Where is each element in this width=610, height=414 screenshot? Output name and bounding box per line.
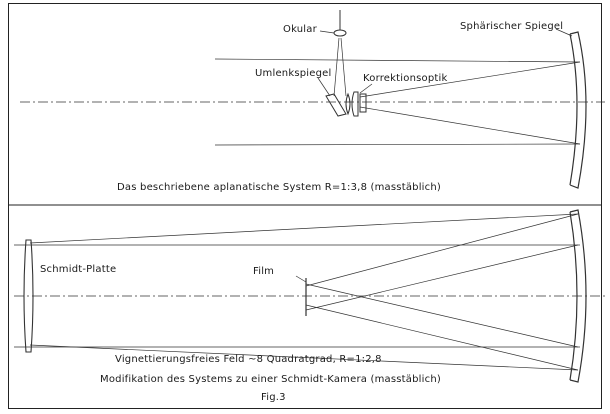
leader-eyepiece (319, 30, 335, 34)
figure-frame (8, 3, 602, 409)
bottom-oblique-ray-1 (29, 213, 579, 244)
label-corrector-optics: Korrektionsoptik (363, 73, 448, 84)
eyepiece-ray-left (333, 37, 340, 97)
corrector-lens-2 (351, 91, 359, 117)
caption-vignetting-field: Vignettierungsfreies Feld ~8 Quadratgrad… (115, 354, 382, 365)
top-diagram (20, 10, 605, 189)
top-ray-upper (214, 58, 581, 63)
bottom-oblique-ray-2 (29, 344, 579, 371)
corrector-lens-1 (345, 92, 351, 116)
leader-fold-mirror (317, 77, 331, 97)
figure-number: Fig.3 (261, 392, 286, 403)
label-fold-mirror: Umlenkspiegel (255, 68, 332, 79)
top-reflected-ray-1 (359, 61, 581, 98)
spherical-mirror (569, 31, 587, 189)
leader-corrector (359, 83, 373, 94)
label-spherical-mirror: Sphärischer Spiegel (460, 21, 564, 32)
label-film: Film (253, 266, 275, 277)
corrector-lens-3 (359, 93, 367, 113)
eyepiece-ray-right (340, 37, 347, 97)
schmidt-plate (23, 239, 34, 353)
fold-mirror-shape (325, 93, 347, 117)
label-eyepiece: Okular (283, 24, 317, 35)
caption-schmidt-modification: Modifikation des Systems zu einer Schmid… (100, 374, 441, 385)
bottom-diagram (14, 209, 605, 383)
bottom-reflected-ray-2 (305, 244, 579, 311)
bottom-reflected-ray-3 (305, 283, 579, 348)
caption-top-system: Das beschriebene aplanatische System R=1… (117, 182, 441, 193)
top-ray-lower (214, 143, 581, 146)
leader-mirror (555, 28, 573, 37)
top-reflected-ray-2 (359, 106, 581, 145)
eyepiece-shape (333, 29, 347, 37)
bottom-reflected-ray-4 (305, 304, 579, 371)
spherical-mirror-bottom (569, 209, 587, 383)
bottom-reflected-ray-1 (305, 213, 579, 287)
label-schmidt-plate: Schmidt-Platte (40, 264, 117, 275)
leader-film (295, 275, 307, 283)
